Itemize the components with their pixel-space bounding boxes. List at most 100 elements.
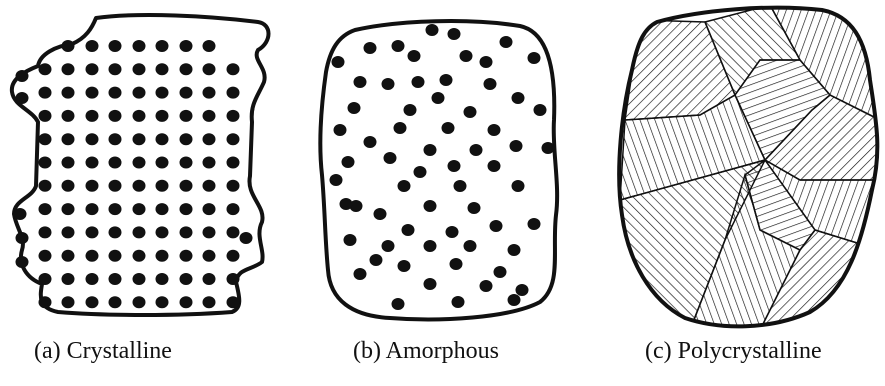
crystalline-atom	[109, 250, 122, 262]
crystalline-atom	[39, 157, 52, 169]
crystalline-atom	[62, 180, 75, 192]
amorphous-atom	[354, 76, 367, 88]
crystalline-atom	[203, 203, 216, 215]
crystalline-atom	[39, 250, 52, 262]
crystalline-atom	[86, 40, 99, 52]
amorphous-atom	[340, 198, 353, 210]
crystalline-atom	[16, 92, 29, 104]
crystalline-atom	[133, 273, 146, 285]
crystalline-atom	[109, 133, 122, 145]
amorphous-atom	[402, 224, 415, 236]
crystalline-atom	[86, 63, 99, 75]
amorphous-atom	[512, 92, 525, 104]
crystalline-atom	[180, 110, 193, 122]
crystalline-atom	[180, 63, 193, 75]
crystalline-atom	[86, 203, 99, 215]
amorphous-atom	[384, 152, 397, 164]
crystalline-atom	[62, 296, 75, 308]
crystalline-atom	[227, 203, 240, 215]
caption-polycrystalline: (c) Polycrystalline	[645, 338, 822, 365]
amorphous-atom	[370, 254, 383, 266]
amorphous-atom	[342, 156, 355, 168]
crystalline-atom	[109, 203, 122, 215]
crystalline-atom	[133, 87, 146, 99]
amorphous-atom	[424, 144, 437, 156]
amorphous-atom	[364, 136, 377, 148]
crystalline-atom	[133, 296, 146, 308]
crystalline-atom	[180, 226, 193, 238]
crystalline-atom	[39, 296, 52, 308]
amorphous-atom	[512, 180, 525, 192]
crystalline-atom	[203, 250, 216, 262]
crystalline-atom	[133, 110, 146, 122]
crystalline-atom	[133, 180, 146, 192]
crystalline-atom	[62, 133, 75, 145]
crystalline-atom	[133, 226, 146, 238]
amorphous-atom	[508, 244, 521, 256]
crystalline-atom	[62, 40, 75, 52]
amorphous-atom	[392, 298, 405, 310]
amorphous-atom	[354, 268, 367, 280]
crystalline-atom	[227, 63, 240, 75]
crystalline-atom	[227, 133, 240, 145]
crystalline-atom	[156, 250, 169, 262]
amorphous-atom	[510, 140, 523, 152]
caption-crystalline: (a) Crystalline	[34, 338, 172, 365]
crystalline-atom	[86, 110, 99, 122]
amorphous-atom	[448, 28, 461, 40]
amorphous-atom	[494, 266, 507, 278]
crystalline-atom	[203, 110, 216, 122]
crystalline-atom	[39, 180, 52, 192]
crystalline-atom	[156, 133, 169, 145]
crystalline-atom	[156, 203, 169, 215]
crystalline-atom	[133, 203, 146, 215]
amorphous-atom	[404, 104, 417, 116]
amorphous-atom	[392, 40, 405, 52]
crystalline-atom	[180, 296, 193, 308]
amorphous-atom	[432, 92, 445, 104]
crystalline-atom	[86, 87, 99, 99]
amorphous-atom	[412, 76, 425, 88]
amorphous-atom	[480, 56, 493, 68]
amorphous-atom	[442, 122, 455, 134]
crystalline-atom	[62, 157, 75, 169]
crystalline-atom	[180, 180, 193, 192]
crystalline-atom	[62, 87, 75, 99]
amorphous-atom	[364, 42, 377, 54]
amorphous-atom	[516, 284, 529, 296]
crystalline-atom	[180, 40, 193, 52]
amorphous-atom	[344, 234, 357, 246]
crystalline-atom	[62, 273, 75, 285]
crystalline-atom	[16, 70, 29, 82]
crystalline-atom	[62, 250, 75, 262]
crystalline-atom	[180, 133, 193, 145]
crystalline-atom	[227, 226, 240, 238]
crystalline-atom	[109, 157, 122, 169]
crystalline-atom	[227, 180, 240, 192]
crystalline-atom	[133, 133, 146, 145]
crystalline-atom	[180, 203, 193, 215]
crystalline-atom	[86, 157, 99, 169]
amorphous-atom	[408, 50, 421, 62]
amorphous-atom	[542, 142, 555, 154]
crystalline-atom	[156, 110, 169, 122]
amorphous-atom	[470, 144, 483, 156]
crystalline-atom	[109, 63, 122, 75]
crystalline-atom	[14, 208, 27, 220]
amorphous-atom	[334, 124, 347, 136]
amorphous-atom	[424, 240, 437, 252]
amorphous-atom	[424, 278, 437, 290]
crystalline-atom	[39, 273, 52, 285]
crystalline-atom	[133, 250, 146, 262]
amorphous-atom	[534, 104, 547, 116]
amorphous-atom	[528, 52, 541, 64]
amorphous-atom	[382, 78, 395, 90]
crystalline-atom	[62, 226, 75, 238]
amorphous-atom	[484, 78, 497, 90]
crystalline-atom	[156, 40, 169, 52]
crystalline-atom	[133, 63, 146, 75]
amorphous-atom	[446, 226, 459, 238]
crystalline-atom	[39, 63, 52, 75]
crystalline-atom	[240, 232, 253, 244]
